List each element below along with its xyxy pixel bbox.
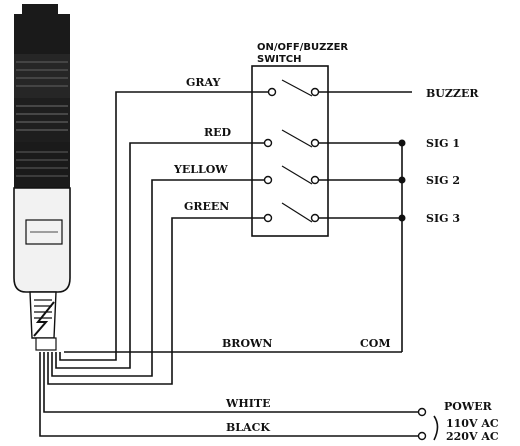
switch-box: ON/OFF/BUZZER SWITCH [251,42,348,237]
switch1-right-contact [310,87,320,97]
black-terminal [417,431,427,441]
tower-light-module-3 [14,98,70,142]
wire-label-black: BLACK [226,421,270,434]
terminal-label-sig2: SIG 2 [426,174,460,187]
terminal-buzzer: BUZZER [319,87,479,100]
signal-tower [13,4,71,351]
power-220v: 220V AC [446,430,499,443]
tower-hatch-3 [16,105,68,131]
terminal-sig1: SIG 1 [319,137,460,150]
white-terminal [417,407,427,417]
switch3-left-contact [263,175,273,185]
tower-light-module-2 [14,54,70,98]
switch4-right-contact [310,213,320,223]
tower-hatch-4 [16,151,68,177]
wire-gray: GRAY [59,76,268,361]
tower-hatch-2 [16,61,68,87]
switch2-left-contact [263,138,273,148]
tower-strain-relief [34,299,52,319]
tower-top-cap [22,4,58,14]
wire-brown: BROWN COM [64,337,402,353]
cable-mark-icon [33,301,55,337]
wire-yellow: YELLOW [51,163,264,377]
wire-red: RED [55,126,264,369]
terminal-label-sig1: SIG 1 [426,137,460,150]
switch2-right-contact [310,138,320,148]
wire-label-gray: GRAY [186,76,221,89]
wire-label-brown: BROWN [222,337,272,350]
switch-title-line1: ON/OFF/BUZZER [257,42,348,53]
tower-label-window [25,219,63,245]
switch1-left-contact [267,87,277,97]
wire-label-green: GREEN [184,200,229,213]
power-label: POWER [444,400,493,413]
switch1-lever [281,79,313,97]
tower-base [13,187,71,293]
terminal-sig2: SIG 2 [319,174,460,187]
power-brace [433,415,439,441]
power-110v: 110V AC [446,417,499,430]
switch3-lever [281,165,313,185]
tower-light-module-4 [14,142,70,188]
terminal-label-com: COM [360,337,391,350]
switch3-right-contact [310,175,320,185]
wire-green: GREEN [47,200,264,385]
switch4-lever [281,202,313,223]
power-block: POWER 110V AC 220V AC [433,400,499,443]
switch4-left-contact [263,213,273,223]
wire-black: BLACK [39,352,427,441]
tower-light-module-1 [14,14,70,54]
terminal-label-buzzer: BUZZER [426,87,479,100]
switch-box-outline [251,65,329,237]
switch-title-line2: SWITCH [257,54,301,65]
wire-label-white: WHITE [225,397,270,410]
wire-label-yellow: YELLOW [173,163,228,176]
wire-white: WHITE [43,352,427,417]
tower-cable [35,337,57,351]
terminal-sig3: SIG 3 [319,212,460,225]
switch2-lever [281,129,313,148]
wire-label-red: RED [204,126,232,139]
terminal-label-sig3: SIG 3 [426,212,460,225]
